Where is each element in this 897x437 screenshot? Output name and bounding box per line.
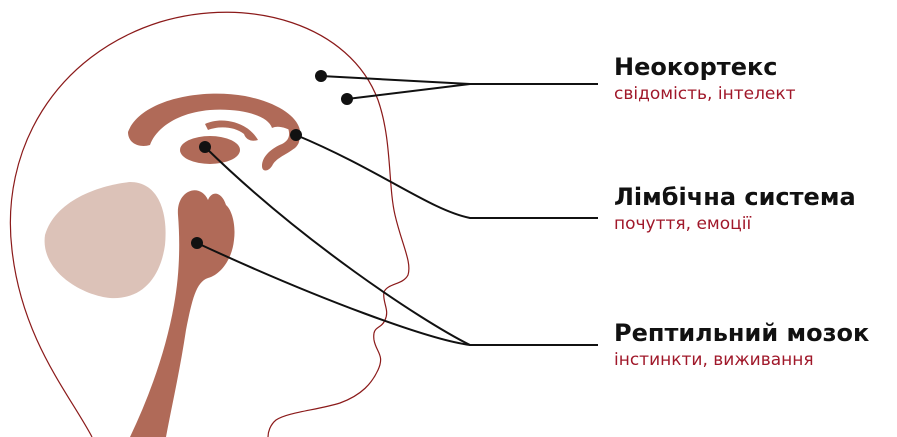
neocortex-title: Неокортекс bbox=[614, 52, 796, 82]
dot-brainstem bbox=[191, 237, 203, 249]
reptilian-subtitle: інстинкти, виживання bbox=[614, 348, 869, 372]
dot-thalamus bbox=[199, 141, 211, 153]
dot-neocortex-lower bbox=[341, 93, 353, 105]
limbic-title: Лімбічна система bbox=[614, 182, 856, 212]
label-reptilian-brain: Рептильний мозок інстинкти, виживання bbox=[614, 318, 869, 372]
pointer-neocortex-upper bbox=[321, 76, 598, 84]
pointer-reptilian-upper bbox=[205, 147, 598, 345]
reptilian-title: Рептильний мозок bbox=[614, 318, 869, 348]
pointer-limbic bbox=[296, 135, 598, 218]
pointer-neocortex-lower bbox=[347, 84, 470, 99]
label-neocortex: Неокортекс свідомість, інтелект bbox=[614, 52, 796, 106]
limbic-subtitle: почуття, емоції bbox=[614, 212, 856, 236]
cerebellum bbox=[45, 182, 166, 298]
pointer-reptilian-lower bbox=[197, 243, 470, 345]
neocortex-subtitle: свідомість, інтелект bbox=[614, 82, 796, 106]
label-limbic-system: Лімбічна система почуття, емоції bbox=[614, 182, 856, 236]
dot-neocortex-upper bbox=[315, 70, 327, 82]
dot-limbic bbox=[290, 129, 302, 141]
